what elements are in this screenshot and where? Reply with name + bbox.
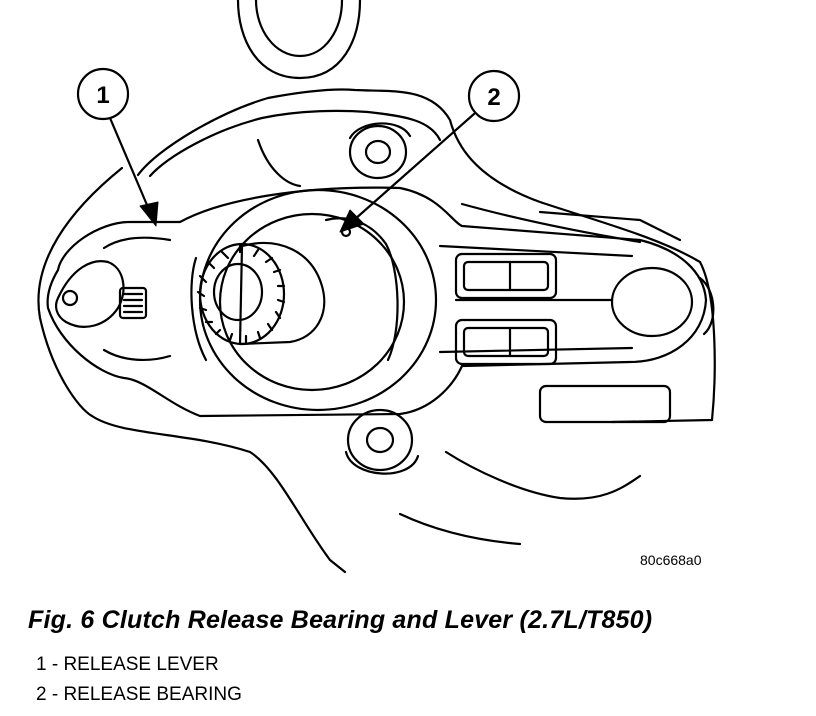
clutch-diagram: 1 2 — [37, 0, 716, 574]
callout-1-circle — [76, 67, 130, 121]
upper-bolt-boss — [348, 122, 412, 180]
legend: 1 - RELEASE LEVER 2 - RELEASE BEARING — [36, 650, 242, 710]
callout-2-circle — [467, 69, 521, 123]
lower-bolt-boss — [344, 408, 420, 475]
legend-item: 2 - RELEASE BEARING — [36, 684, 242, 705]
release-bearing — [190, 188, 438, 412]
figure-caption: Fig. 6 Clutch Release Bearing and Lever … — [28, 606, 653, 634]
top-boss — [236, 0, 362, 80]
transmission-housing — [37, 88, 716, 574]
callout-2-number: 2 — [487, 84, 500, 111]
callout-1-number: 1 — [96, 82, 109, 109]
figure-id: 80c668a0 — [640, 552, 702, 568]
input-shaft — [196, 241, 326, 346]
callout-1-leader — [108, 116, 159, 227]
legend-item: 1 - RELEASE LEVER — [36, 654, 219, 675]
callout-2-leader — [339, 112, 476, 233]
release-lever — [46, 186, 715, 424]
